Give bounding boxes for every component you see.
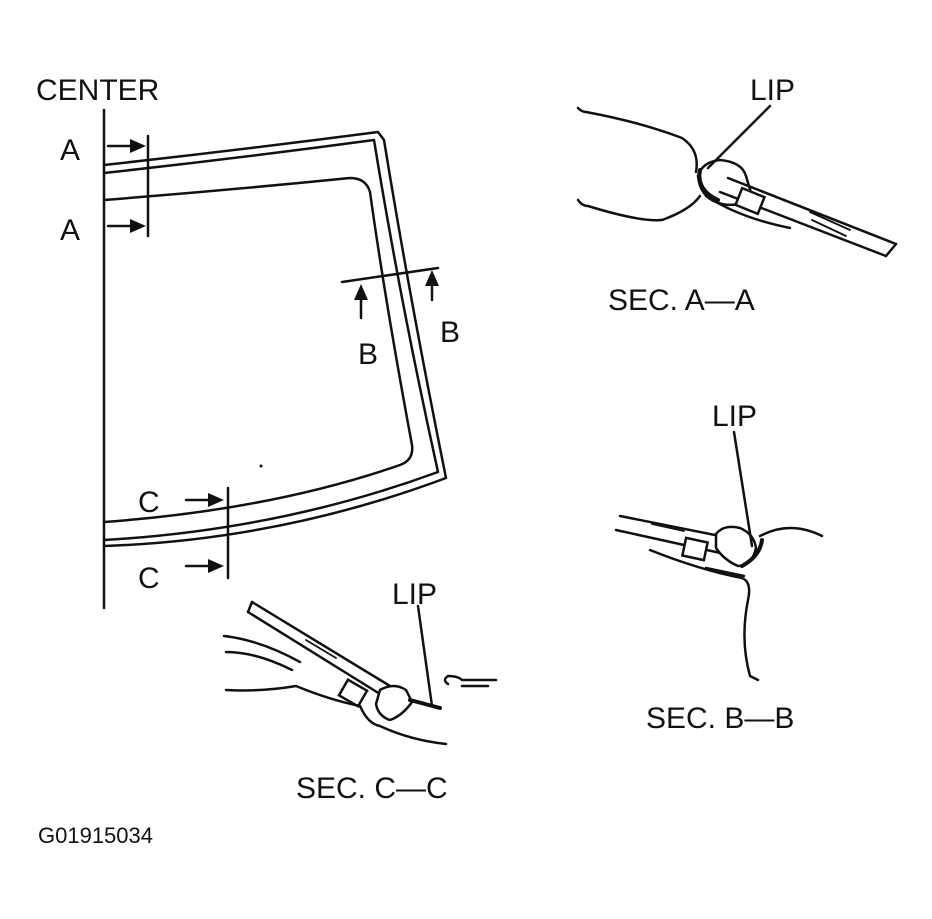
section-a-body-upper	[576, 106, 698, 174]
section-b-body-flange	[648, 548, 760, 682]
section-a-glass-top	[726, 176, 898, 246]
section-b-spacer	[680, 536, 710, 562]
section-a-body-lower	[576, 194, 702, 222]
arrow-a-bottom-head	[130, 219, 146, 233]
section-b-adhesive	[704, 566, 746, 578]
section-b-cut-line	[340, 266, 440, 284]
arrow-c-bottom-head	[208, 559, 224, 573]
figure-code: G01915034	[38, 823, 153, 848]
section-a-view: LIP SEC. A—A	[576, 74, 898, 317]
section-c-view: LIP SEC. C—C	[222, 578, 498, 805]
marker-b-right: B	[440, 316, 460, 349]
section-b-glass-hatch	[651, 523, 685, 532]
glass-dot	[259, 464, 263, 468]
section-a-caption: SEC. A—A	[608, 284, 755, 317]
windshield-main-view: CENTER A A B B C C	[36, 74, 460, 610]
section-b-lip-label: LIP	[712, 400, 757, 433]
windshield-glass-edge	[102, 176, 414, 524]
marker-a-top: A	[60, 134, 80, 167]
windshield-molding-inner-edge	[102, 138, 440, 542]
section-c-molding	[374, 684, 414, 722]
section-c-cowl-bottom	[224, 650, 294, 672]
section-c-glass-bottom	[246, 610, 382, 696]
section-a-adhesive	[704, 194, 792, 230]
section-b-view: LIP SEC. B—B	[614, 400, 824, 735]
section-c-clip	[443, 674, 498, 686]
section-b-lip-edge	[740, 538, 764, 568]
arrow-b-left-head	[354, 284, 368, 300]
section-b-glass-bottom	[614, 528, 736, 558]
section-c-glass-hatch	[305, 639, 337, 659]
section-a-glass-hatch-1	[809, 211, 851, 231]
section-c-lip-leader	[416, 604, 434, 708]
arrow-b-right-head	[425, 270, 439, 286]
section-b-caption: SEC. B—B	[646, 702, 794, 735]
section-c-lip-label: LIP	[392, 578, 437, 611]
arrow-a-top-head	[130, 139, 146, 153]
section-c-caption: SEC. C—C	[296, 772, 448, 805]
section-b-body-upper	[758, 526, 824, 538]
section-c-lip-edge	[408, 698, 442, 710]
section-a-spacer	[733, 186, 767, 216]
section-c-glass-top	[250, 600, 392, 688]
section-b-lip-leader	[732, 430, 754, 548]
arrow-c-top-head	[208, 493, 224, 507]
section-c-spacer	[337, 677, 369, 709]
section-c-glass-end	[246, 600, 254, 614]
section-b-molding	[714, 525, 758, 568]
section-a-lip-leader	[706, 104, 772, 170]
marker-c-bottom: C	[138, 562, 160, 595]
marker-a-bottom: A	[60, 214, 80, 247]
section-a-lip-label: LIP	[750, 74, 795, 107]
center-label: CENTER	[36, 74, 159, 107]
marker-b-left: B	[358, 338, 378, 371]
marker-c-top: C	[138, 486, 160, 519]
section-a-glass-hatch-2	[811, 219, 847, 237]
section-a-lip-edge	[697, 168, 720, 202]
section-c-body	[224, 684, 448, 746]
section-a-glass-end	[884, 242, 898, 258]
section-c-cowl-top	[222, 634, 302, 664]
windshield-outer-edge	[102, 130, 448, 548]
